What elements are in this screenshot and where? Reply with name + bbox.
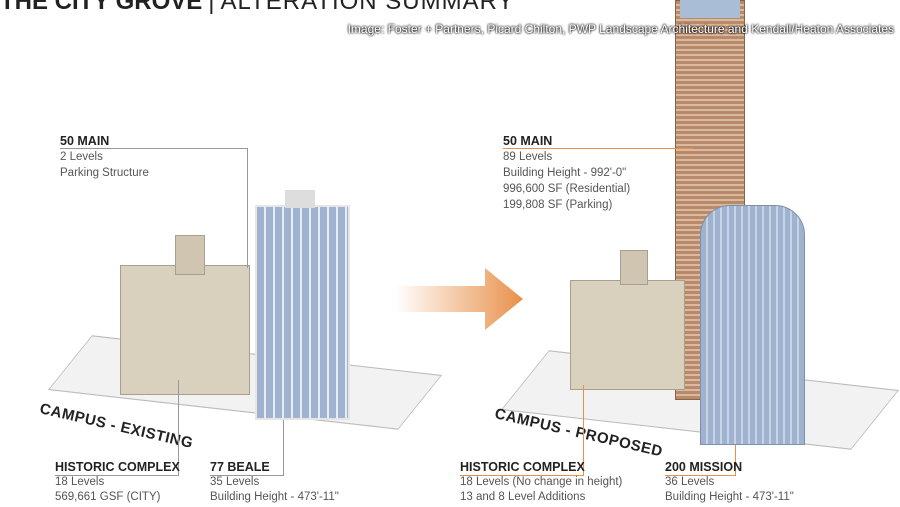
50-main-crown [680,0,740,18]
77-beale-tower [255,205,350,420]
77-beale-crown [285,190,315,208]
200-mission-tower [700,205,805,445]
historic-tower-top [175,235,205,275]
historic-complex-building [570,280,685,390]
page-title: THE CITY GROVE|ALTERATION SUMMARY [0,0,515,15]
image-credit: Image: Foster + Partners, Picard Chilton… [347,22,894,36]
arrow-right-icon [395,268,523,330]
historic-tower-top [620,250,648,285]
campus-existing-label: CAMPUS - EXISTING [38,400,195,453]
historic-complex-building [120,265,250,395]
